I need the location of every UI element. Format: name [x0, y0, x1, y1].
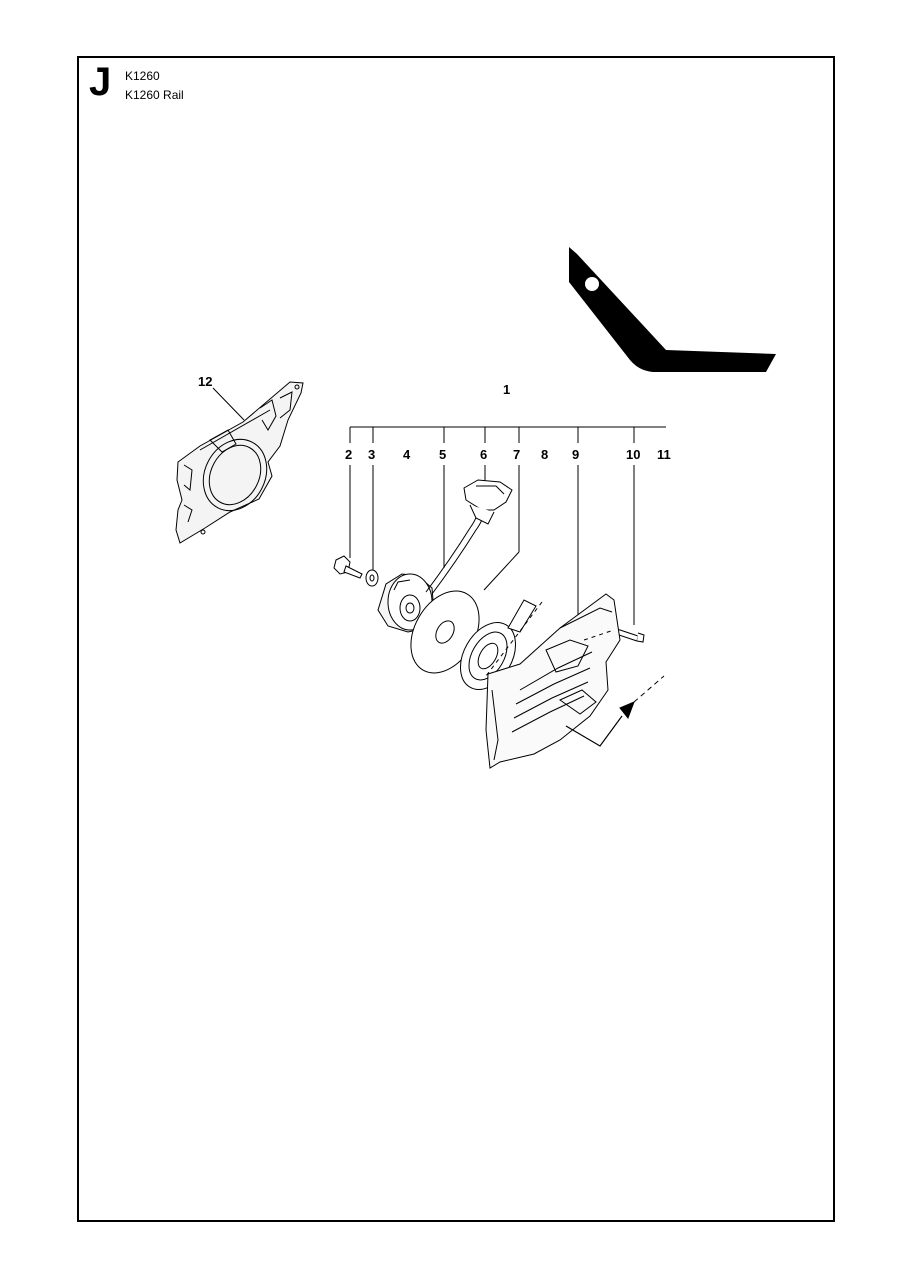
starter-plate-part [175, 381, 304, 544]
callout-11: 11 [657, 447, 671, 462]
callout-12: 12 [198, 374, 212, 389]
leader-lines [349, 465, 635, 625]
starter-housing-part [485, 593, 665, 769]
washer-part [365, 569, 379, 587]
leader-line-12 [212, 387, 245, 421]
callout-10: 10 [626, 447, 640, 462]
callout-4: 4 [403, 447, 411, 462]
model-name: K1260 [125, 69, 160, 83]
model-name-rail: K1260 Rail [125, 88, 184, 102]
location-indicator-icon [569, 247, 776, 372]
page-frame [77, 56, 835, 1222]
callout-9: 9 [572, 447, 579, 462]
starter-handle-part [463, 479, 513, 525]
callout-3: 3 [368, 447, 375, 462]
callout-bracket [349, 426, 666, 443]
callout-8: 8 [541, 447, 548, 462]
callout-2: 2 [345, 447, 352, 462]
callout-5: 5 [439, 447, 446, 462]
section-letter: J [89, 60, 112, 104]
callout-6: 6 [480, 447, 487, 462]
callout-1: 1 [503, 382, 510, 397]
bolt-part [333, 555, 363, 579]
disc-part [410, 590, 480, 674]
callout-7: 7 [513, 447, 520, 462]
